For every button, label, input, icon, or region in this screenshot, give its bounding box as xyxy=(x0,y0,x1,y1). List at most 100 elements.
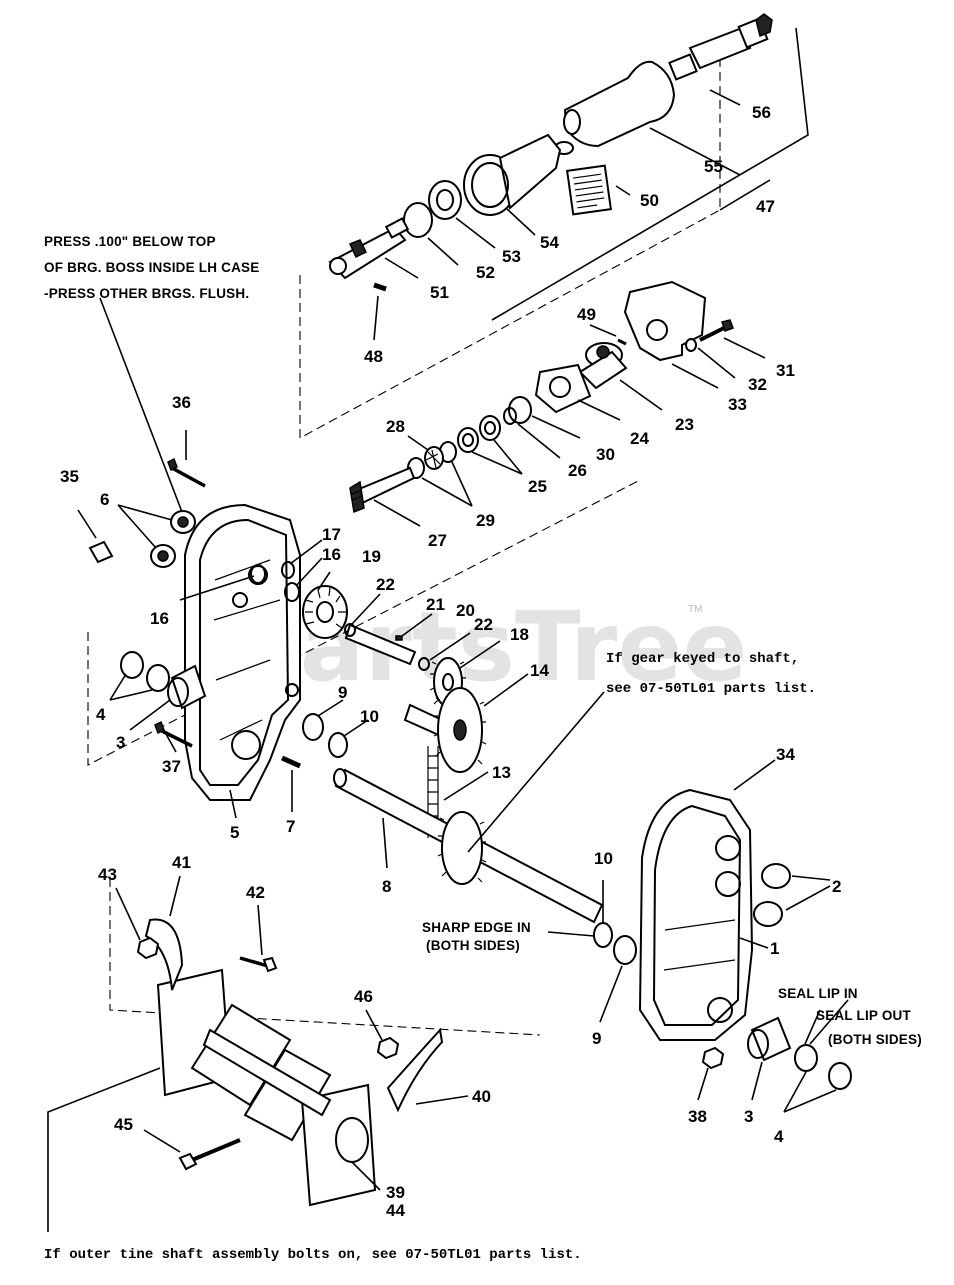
nut-43 xyxy=(136,936,160,960)
coupler-56 xyxy=(668,13,773,81)
bushings-2 xyxy=(753,863,791,927)
tine-plates-39 xyxy=(156,968,377,1207)
callout-8: 8 xyxy=(382,877,391,896)
callout-19: 19 xyxy=(362,547,381,566)
callout-48: 48 xyxy=(364,347,383,366)
washer-9-right xyxy=(613,935,637,965)
leader-lines xyxy=(47,89,849,1232)
callout-23: 23 xyxy=(675,415,694,434)
callout-44: 44 xyxy=(386,1201,405,1220)
callout-55: 55 xyxy=(704,157,723,176)
callout-43: 43 xyxy=(98,865,117,884)
bolt-37 xyxy=(154,720,193,748)
left-case-5 xyxy=(184,503,301,801)
callout-28: 28 xyxy=(386,417,405,436)
key-20 xyxy=(395,635,403,641)
bevel-gear-19 xyxy=(302,585,348,639)
callout-22-lower: 22 xyxy=(474,615,493,634)
right-case-1-34 xyxy=(638,788,754,1041)
bearings-25 xyxy=(457,415,501,453)
callout-5: 5 xyxy=(230,823,239,842)
retaining-ring-52 xyxy=(403,202,433,238)
bolt-45 xyxy=(178,1138,241,1171)
washer-9-left xyxy=(302,713,324,741)
callout-26: 26 xyxy=(568,461,587,480)
note-seal-in: SEAL LIP IN xyxy=(778,986,858,1001)
pinion-shaft-27 xyxy=(349,466,416,514)
bearing-53 xyxy=(428,180,462,220)
callout-7: 7 xyxy=(286,817,295,836)
callout-13: 13 xyxy=(492,763,511,782)
bolt-31 xyxy=(699,319,734,342)
sprocket-shaft-14 xyxy=(403,687,487,773)
callout-34: 34 xyxy=(776,745,795,764)
callout-52: 52 xyxy=(476,263,495,282)
callout-38: 38 xyxy=(688,1107,707,1126)
callout-9-right: 9 xyxy=(592,1029,601,1048)
seals-4-left xyxy=(120,651,170,692)
callout-29: 29 xyxy=(476,511,495,530)
callout-1: 1 xyxy=(770,939,779,958)
callout-50: 50 xyxy=(640,191,659,210)
callout-21: 21 xyxy=(426,595,445,614)
callout-47: 47 xyxy=(756,197,775,216)
note-footer: If outer tine shaft assembly bolts on, s… xyxy=(44,1247,582,1263)
callout-6: 6 xyxy=(100,490,109,509)
callout-3-left: 3 xyxy=(116,733,125,752)
bracket-47b xyxy=(719,179,771,211)
callout-24: 24 xyxy=(630,429,649,448)
callout-51: 51 xyxy=(430,283,449,302)
callout-41: 41 xyxy=(172,853,191,872)
tine-40 xyxy=(386,1027,444,1113)
bolt-36 xyxy=(167,457,206,488)
axle-8 xyxy=(333,768,604,924)
plug-35 xyxy=(88,540,114,564)
trademark: TM xyxy=(688,604,702,615)
callout-36: 36 xyxy=(172,393,191,412)
pin-48 xyxy=(373,282,387,292)
shield-cone-54 xyxy=(463,133,562,216)
callout-14: 14 xyxy=(530,661,549,680)
callout-25: 25 xyxy=(528,477,547,496)
callout-30: 30 xyxy=(596,445,615,464)
callout-37: 37 xyxy=(162,757,181,776)
seal-30 xyxy=(508,396,532,424)
note-sharp-line1: SHARP EDGE IN xyxy=(422,920,531,935)
callout-17: 17 xyxy=(322,525,341,544)
gasket-24 xyxy=(534,363,592,414)
bearing-cap-23 xyxy=(578,342,628,390)
callout-35: 35 xyxy=(60,467,79,486)
washer-17 xyxy=(281,561,295,579)
callout-46: 46 xyxy=(354,987,373,1006)
nut-46 xyxy=(376,1036,400,1060)
callout-45: 45 xyxy=(114,1115,133,1134)
callout-27: 27 xyxy=(428,531,447,550)
snap-rings-22 xyxy=(344,623,430,671)
callout-49: 49 xyxy=(577,305,596,324)
callout-22-upper: 22 xyxy=(376,575,395,594)
callout-4-right: 4 xyxy=(774,1127,784,1146)
callout-33: 33 xyxy=(728,395,747,414)
nut-38 xyxy=(701,1046,725,1070)
seals-4-right xyxy=(794,1044,852,1090)
washer-32 xyxy=(685,338,697,352)
shield-tube-55 xyxy=(554,60,676,155)
pin-49 xyxy=(617,338,627,346)
note-seal-out-line2: (BOTH SIDES) xyxy=(828,1032,922,1047)
bolt-42 xyxy=(239,956,278,973)
callout-10-left: 10 xyxy=(360,707,379,726)
callout-3-right: 3 xyxy=(744,1107,753,1126)
bearing-3-right xyxy=(747,1016,792,1062)
washers-16 xyxy=(250,564,300,602)
callout-54: 54 xyxy=(540,233,559,252)
bearing-3-left xyxy=(167,664,207,710)
frame-lower xyxy=(109,878,541,1036)
u-joint-51 xyxy=(328,217,410,280)
shaft-21 xyxy=(344,623,417,666)
pin-7 xyxy=(280,755,302,769)
note-seal-out-line1: SEAL LIP OUT xyxy=(816,1008,911,1023)
callout-20: 20 xyxy=(456,601,475,620)
note-gear-line2: see 07-50TL01 parts list. xyxy=(606,681,816,697)
frame-middle xyxy=(87,479,641,766)
